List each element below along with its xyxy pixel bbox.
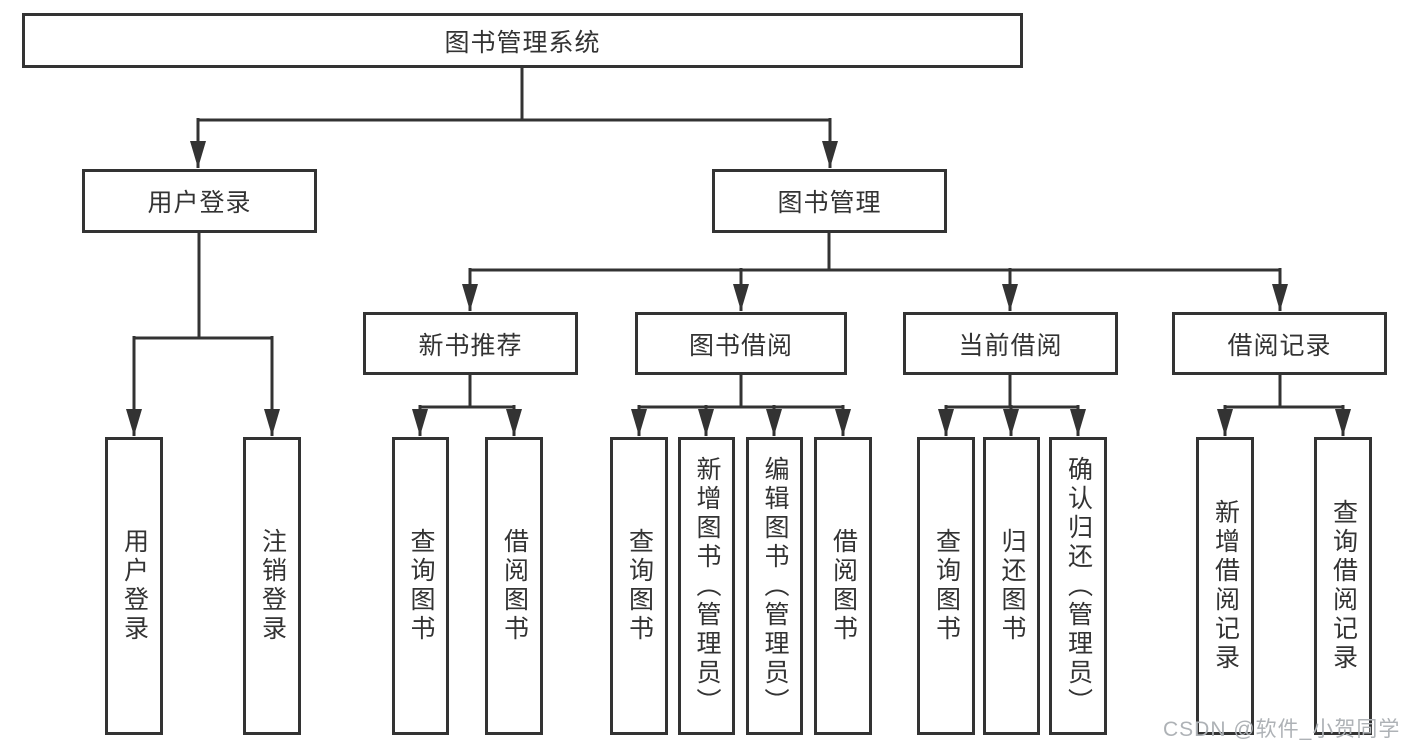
node-new-book-recommend: 新书推荐 [363, 312, 578, 375]
node-borrow-records: 借阅记录 [1172, 312, 1387, 375]
node-new-book-recommend-label: 新书推荐 [418, 331, 523, 360]
leaf-borrow-books-borrow: 借阅图书 [814, 437, 872, 735]
leaf-logout: 注销登录 [243, 437, 301, 735]
node-user-login: 用户登录 [82, 169, 317, 233]
leaf-edit-book-admin: 编辑图书（管理员） [746, 437, 803, 735]
node-current-borrow: 当前借阅 [903, 312, 1118, 375]
leaf-query-borrow-record: 查询借阅记录 [1314, 437, 1372, 735]
connector-current-borrow [946, 375, 1078, 409]
leaf-query-books-current: 查询图书 [917, 437, 975, 735]
leaf-add-borrow-record: 新增借阅记录 [1196, 437, 1254, 735]
leaf-query-books-recommend: 查询图书 [392, 437, 449, 735]
node-root: 图书管理系统 [22, 13, 1023, 68]
leaf-confirm-return-admin: 确认归还（管理员） [1049, 437, 1107, 735]
connector-borrow-records [1225, 375, 1343, 409]
node-root-label: 图书管理系统 [444, 28, 601, 57]
leaf-borrow-books-recommend: 借阅图书 [485, 437, 543, 735]
leaf-query-books-borrow: 查询图书 [610, 437, 668, 735]
connector-root [198, 68, 830, 122]
node-book-borrow: 图书借阅 [635, 312, 847, 375]
node-current-borrow-label: 当前借阅 [958, 331, 1063, 360]
leaf-add-book-admin: 新增图书（管理员） [678, 437, 735, 735]
connector-user-login [134, 233, 272, 340]
connector-book-borrow [639, 375, 843, 409]
connector-book-management [470, 233, 1280, 272]
node-borrow-records-label: 借阅记录 [1227, 331, 1332, 360]
node-user-login-label: 用户登录 [147, 189, 252, 217]
node-book-management: 图书管理 [712, 169, 947, 233]
node-book-borrow-label: 图书借阅 [688, 331, 793, 360]
leaf-return-book: 归还图书 [983, 437, 1040, 735]
leaf-user-login: 用户登录 [105, 437, 163, 735]
connector-new-book [420, 375, 514, 409]
node-book-management-label: 图书管理 [777, 189, 882, 217]
watermark: CSDN @软件_小贺同学 [1163, 718, 1401, 741]
